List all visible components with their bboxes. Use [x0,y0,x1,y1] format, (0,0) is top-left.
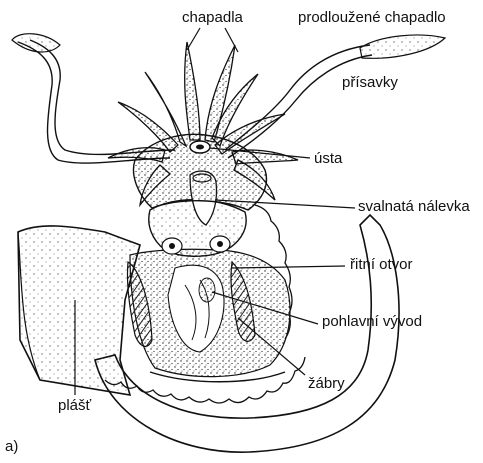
label-panel: a) [5,438,18,455]
label-plast: plášť [58,397,91,414]
label-ritni-otvor: řitní otvor [350,256,413,273]
label-pohlavni-vyvod: pohlavní vývod [322,313,422,330]
label-svalnata-nalevka: svalnatá nálevka [358,198,470,215]
tentacle-clubs [12,34,445,59]
leader-chapadla-right [225,28,238,52]
leader-chapadla-left [187,28,200,50]
label-prisavky: přísavky [342,74,398,91]
label-prodlouzene-chapadlo: prodloužené chapadlo [298,9,446,26]
label-chapadla: chapadla [182,9,243,26]
label-zabry: žábry [308,375,345,392]
label-usta: ústa [314,150,342,167]
mantle-flap [18,226,140,395]
